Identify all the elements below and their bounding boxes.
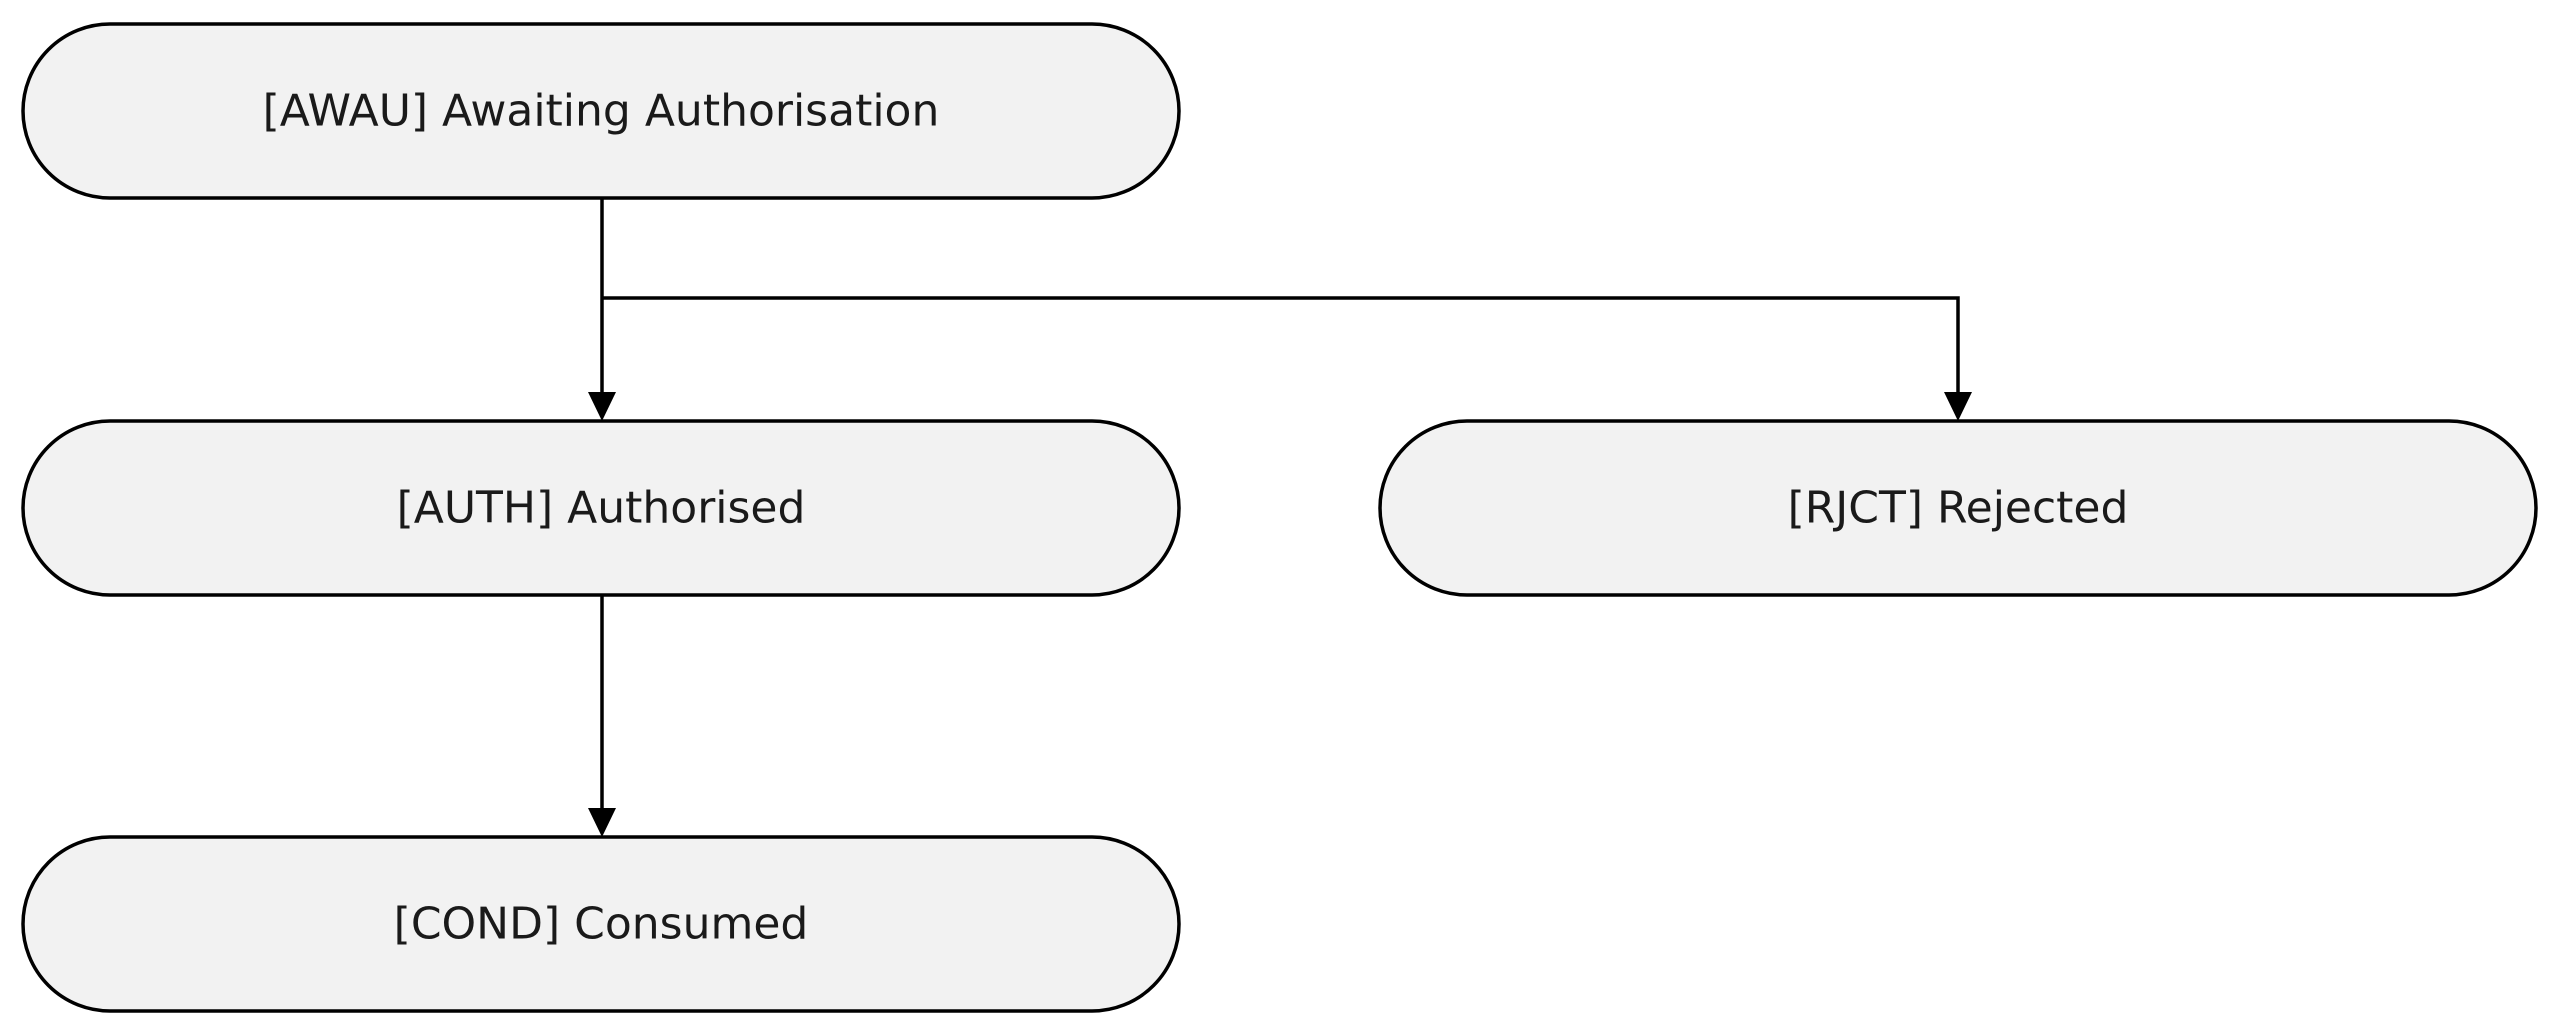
state-node-rjct: [RJCT] Rejected <box>1378 419 2538 597</box>
state-label-auth: [AUTH] Authorised <box>397 483 806 534</box>
state-node-awau: [AWAU] Awaiting Authorisation <box>21 22 1181 200</box>
arrowhead-icon <box>588 808 616 837</box>
state-label-awau: [AWAU] Awaiting Authorisation <box>263 86 940 137</box>
edge-awau-to-rjct <box>602 296 1972 421</box>
state-label-cond: [COND] Consumed <box>394 899 809 950</box>
state-node-cond: [COND] Consumed <box>21 835 1181 1013</box>
edge-awau-to-auth <box>588 198 616 421</box>
arrowhead-icon <box>1944 392 1972 421</box>
edge-auth-to-cond <box>588 595 616 837</box>
state-node-auth: [AUTH] Authorised <box>21 419 1181 597</box>
arrowhead-icon <box>588 392 616 421</box>
state-label-rjct: [RJCT] Rejected <box>1788 483 2129 534</box>
